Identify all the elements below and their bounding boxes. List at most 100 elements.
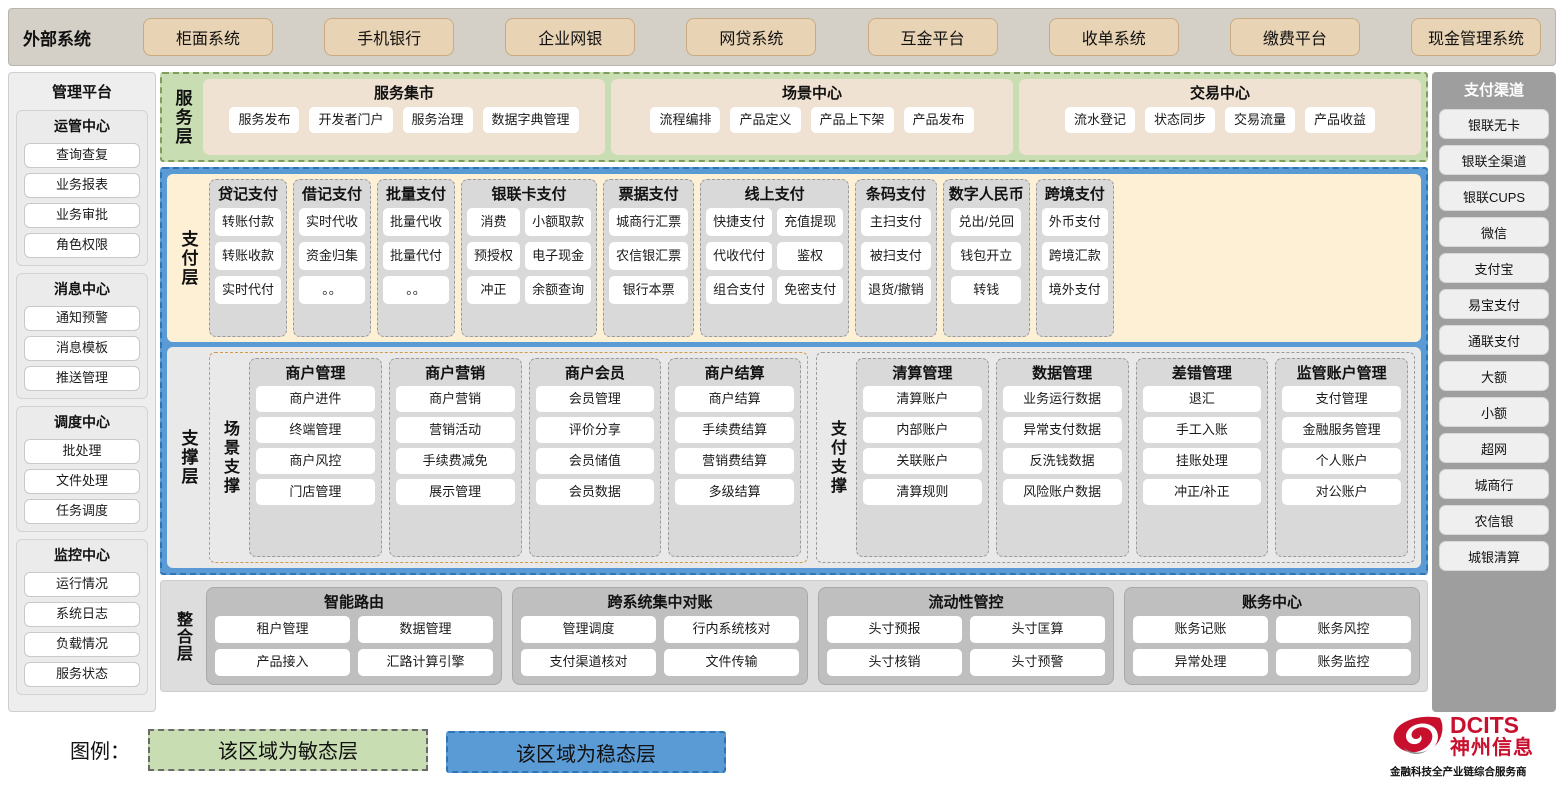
payment-item[interactable]: 转钱	[951, 276, 1022, 304]
support-item[interactable]: 手续费减免	[395, 448, 515, 474]
support-item[interactable]: 会员管理	[535, 386, 655, 412]
service-item[interactable]: 流水登记	[1064, 107, 1135, 133]
payment-item[interactable]: 银行本票	[609, 276, 689, 304]
support-item[interactable]: 终端管理	[256, 417, 375, 443]
payment-item[interactable]: 鉴权	[777, 242, 844, 270]
support-item[interactable]: 评价分享	[535, 417, 655, 443]
management-item[interactable]: 任务调度	[24, 499, 140, 524]
payment-item[interactable]: 转账收款	[215, 242, 282, 270]
integration-item[interactable]: 文件传输	[664, 649, 799, 676]
payment-item[interactable]: 批量代付	[383, 242, 450, 270]
integration-item[interactable]: 管理调度	[521, 616, 656, 643]
payment-item[interactable]: 充值提现	[777, 208, 844, 236]
management-item[interactable]: 批处理	[24, 439, 140, 464]
service-item[interactable]: 产品定义	[730, 107, 801, 133]
support-item[interactable]: 清算账户	[863, 386, 982, 412]
payment-channel-chip[interactable]: 易宝支付	[1439, 289, 1549, 319]
external-system-chip[interactable]: 缴费平台	[1229, 18, 1360, 56]
support-item[interactable]: 会员储值	[535, 448, 655, 474]
payment-channel-chip[interactable]: 城商行	[1439, 469, 1549, 499]
external-system-chip[interactable]: 柜面系统	[143, 18, 273, 56]
support-item[interactable]: 关联账户	[863, 448, 982, 474]
service-item[interactable]: 产品发布	[903, 107, 974, 133]
support-item[interactable]: 业务运行数据	[1002, 386, 1122, 412]
payment-item[interactable]: 兑出/兑回	[951, 208, 1022, 236]
payment-channel-chip[interactable]: 银联无卡	[1439, 109, 1549, 139]
management-item[interactable]: 文件处理	[24, 469, 140, 494]
external-system-chip[interactable]: 互金平台	[867, 18, 998, 56]
integration-item[interactable]: 头寸预警	[970, 649, 1105, 676]
support-item[interactable]: 退汇	[1142, 386, 1262, 412]
payment-item[interactable]: 余额查询	[525, 276, 592, 304]
integration-item[interactable]: 行内系统核对	[664, 616, 799, 643]
external-system-chip[interactable]: 手机银行	[324, 18, 455, 56]
payment-channel-chip[interactable]: 银联全渠道	[1439, 145, 1549, 175]
payment-item[interactable]: 批量代收	[383, 208, 450, 236]
payment-item[interactable]: 跨境汇款	[1041, 242, 1108, 270]
support-item[interactable]: 商户营销	[395, 386, 515, 412]
support-item[interactable]: 风险账户数据	[1002, 479, 1122, 505]
payment-item[interactable]: 实时代付	[215, 276, 282, 304]
integration-item[interactable]: 支付渠道核对	[521, 649, 656, 676]
integration-item[interactable]: 产品接入	[215, 649, 350, 676]
service-item[interactable]: 开发者门户	[309, 107, 393, 133]
payment-item[interactable]: 实时代收	[299, 208, 366, 236]
payment-channel-chip[interactable]: 微信	[1439, 217, 1549, 247]
support-item[interactable]: 个人账户	[1282, 448, 1401, 474]
payment-item[interactable]: 主扫支付	[861, 208, 931, 236]
payment-channel-chip[interactable]: 农信银	[1439, 505, 1549, 535]
support-item[interactable]: 手工入账	[1142, 417, 1262, 443]
management-item[interactable]: 系统日志	[24, 602, 140, 627]
integration-item[interactable]: 头寸核销	[827, 649, 962, 676]
support-item[interactable]: 对公账户	[1282, 479, 1401, 505]
integration-item[interactable]: 头寸预报	[827, 616, 962, 643]
management-item[interactable]: 负载情况	[24, 632, 140, 657]
management-item[interactable]: 运行情况	[24, 572, 140, 597]
management-item[interactable]: 业务报表	[24, 173, 140, 198]
payment-item[interactable]: 被扫支付	[861, 242, 931, 270]
support-item[interactable]: 金融服务管理	[1282, 417, 1401, 443]
support-item[interactable]: 手续费结算	[675, 417, 794, 443]
service-item[interactable]: 数据字典管理	[482, 107, 579, 133]
support-item[interactable]: 营销费结算	[675, 448, 794, 474]
payment-item[interactable]: 境外支付	[1041, 276, 1108, 304]
service-item[interactable]: 产品上下架	[810, 107, 894, 133]
support-item[interactable]: 商户结算	[675, 386, 794, 412]
payment-item[interactable]: 外币支付	[1041, 208, 1108, 236]
payment-item[interactable]: 消费	[467, 208, 521, 236]
payment-channel-chip[interactable]: 银联CUPS	[1439, 181, 1549, 211]
service-item[interactable]: 服务发布	[229, 107, 300, 133]
payment-channel-chip[interactable]: 通联支付	[1439, 325, 1549, 355]
support-item[interactable]: 挂账处理	[1142, 448, 1262, 474]
payment-channel-chip[interactable]: 小额	[1439, 397, 1549, 427]
support-item[interactable]: 内部账户	[863, 417, 982, 443]
support-item[interactable]: 商户进件	[256, 386, 375, 412]
payment-channel-chip[interactable]: 超网	[1439, 433, 1549, 463]
external-system-chip[interactable]: 企业网银	[505, 18, 636, 56]
support-item[interactable]: 会员数据	[535, 479, 655, 505]
management-item[interactable]: 业务审批	[24, 203, 140, 228]
management-item[interactable]: 查询查复	[24, 143, 140, 168]
service-item[interactable]: 流程编排	[650, 107, 721, 133]
integration-item[interactable]: 租户管理	[215, 616, 350, 643]
external-system-chip[interactable]: 现金管理系统	[1410, 18, 1541, 56]
payment-item[interactable]: 代收代付	[706, 242, 773, 270]
payment-item[interactable]: 资金归集	[299, 242, 366, 270]
payment-item[interactable]: 组合支付	[706, 276, 773, 304]
payment-channel-chip[interactable]: 大额	[1439, 361, 1549, 391]
support-item[interactable]: 营销活动	[395, 417, 515, 443]
payment-item[interactable]: 转账付款	[215, 208, 282, 236]
payment-item[interactable]: 免密支付	[777, 276, 844, 304]
external-system-chip[interactable]: 网贷系统	[686, 18, 817, 56]
payment-channel-chip[interactable]: 城银清算	[1439, 541, 1549, 571]
service-item[interactable]: 服务治理	[402, 107, 473, 133]
external-system-chip[interactable]: 收单系统	[1048, 18, 1179, 56]
support-item[interactable]: 门店管理	[256, 479, 375, 505]
integration-item[interactable]: 数据管理	[358, 616, 493, 643]
management-item[interactable]: 服务状态	[24, 662, 140, 687]
support-item[interactable]: 支付管理	[1282, 386, 1401, 412]
integration-item[interactable]: 异常处理	[1133, 649, 1268, 676]
integration-item[interactable]: 账务风控	[1276, 616, 1411, 643]
integration-item[interactable]: 账务记账	[1133, 616, 1268, 643]
support-item[interactable]: 商户风控	[256, 448, 375, 474]
